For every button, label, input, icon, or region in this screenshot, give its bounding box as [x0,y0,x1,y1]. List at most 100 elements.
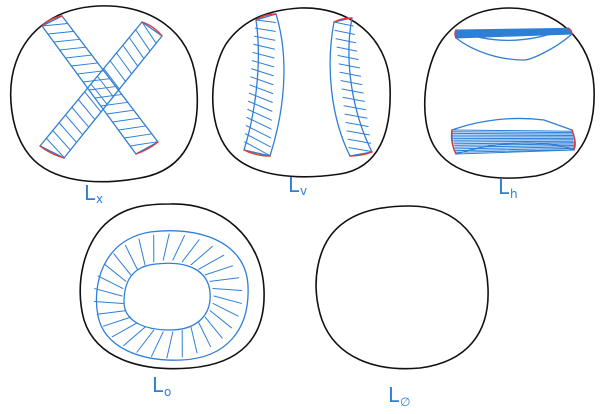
boundary-arc [243,149,271,157]
hatch-stroke [453,139,574,141]
boundary-arc [567,27,573,35]
hatch-stroke [339,71,362,77]
hatch-stroke [204,265,234,276]
hatch-stroke [336,46,358,52]
hatch-stroke [122,44,139,67]
hatch-stroke [111,322,138,338]
hatch-stroke [94,288,123,297]
hatch-stroke [249,84,274,95]
panel-label: L [388,383,400,407]
boundary-arc [255,13,277,21]
hatch-stroke [47,30,75,35]
hatch-stroke [341,88,364,94]
panel-label: L [84,181,96,205]
hatch-stroke [347,138,372,144]
hatch-stroke [45,137,65,159]
hatch-stroke [250,76,274,86]
hatch-stroke [151,331,164,357]
hatch-stroke [106,109,135,115]
panel-lh: L h [423,7,595,201]
boundary-arc [571,129,576,151]
hatch-stroke [162,233,170,261]
hatch-stroke [340,80,363,86]
hatch-stroke [343,105,367,111]
panel-subscript: v [300,184,307,198]
hatch-stroke [451,129,573,132]
hatch-stroke [100,101,129,107]
hatch-stroke [123,133,153,139]
hatch-stroke [123,326,146,347]
disk-outline [79,203,265,370]
hatch-stroke [346,130,370,136]
hatch-stroke [247,108,273,121]
hatch-stroke [245,133,271,148]
hatch-stroke [181,239,200,263]
hatch-stroke [124,244,138,270]
hatch-stroke [348,147,373,153]
hatch-stroke [190,326,198,354]
hatch-stroke [454,144,575,148]
annulus-inner [123,262,211,331]
hatch-stroke [337,55,359,61]
hatch-stroke [96,75,114,98]
hatch-stroke [116,52,133,75]
hatch-stroke [102,316,132,327]
boundary-arc [135,141,159,155]
hatch-stroke [166,331,174,359]
panel-subscript: o [164,385,171,399]
hatch-stroke [453,142,574,145]
hatch-stroke [198,254,225,270]
hatch-stroke [135,29,151,52]
hatch-stroke [113,253,132,276]
hatch-stroke [129,141,159,147]
boundary-arc [41,15,63,27]
hatch-stroke [248,100,273,112]
hatch-stroke [93,301,124,304]
boundary-arc [454,29,457,39]
panel-label: L [288,173,300,197]
hatch-stroke [245,125,272,139]
hatch-stroke [454,147,575,152]
hatch-stroke [128,37,145,60]
hatch-stroke [112,117,141,123]
hatch-stroke [252,52,275,59]
panel-label: L [498,175,510,199]
hatch-stroke [204,316,223,339]
hatched-band-bottom [451,117,576,155]
hatch-stroke [103,263,127,282]
boundary-arc [39,145,65,159]
panel-subscript: h [510,187,518,201]
hatch-stroke [117,125,147,131]
hatch-stroke [41,23,69,27]
hatch-stroke [452,132,573,135]
hatch-stroke [334,29,355,35]
hatch-stroke [454,143,574,146]
disk-outline [9,5,199,183]
hatched-band-right [329,17,373,157]
hatch-stroke [244,141,271,157]
disk-outline [423,7,595,179]
hatch-stroke [190,245,213,266]
hatch-stroke [52,130,71,151]
hatch-stroke [455,33,573,39]
hatch-stroke [213,295,242,304]
panel-lx: L x [9,5,199,206]
boundary-arc [141,21,163,37]
hatch-stroke [59,46,87,51]
hatch-stroke [335,38,357,44]
hatch-stroke [70,62,99,67]
hatch-stroke [65,54,93,59]
hatch-stroke [251,60,275,68]
hatch-stroke [71,106,90,128]
hatch-stroke [94,93,123,99]
panel-lo: L o [79,203,265,399]
hatch-stroke [82,78,111,83]
hatch-stroke [77,99,96,121]
hatch-stroke [255,19,277,24]
boundary-arc [333,17,353,23]
panel-subscript: x [96,192,103,206]
hatch-stroke [53,38,81,43]
hatch-stroke [246,117,272,130]
boundary-arc [349,151,373,157]
